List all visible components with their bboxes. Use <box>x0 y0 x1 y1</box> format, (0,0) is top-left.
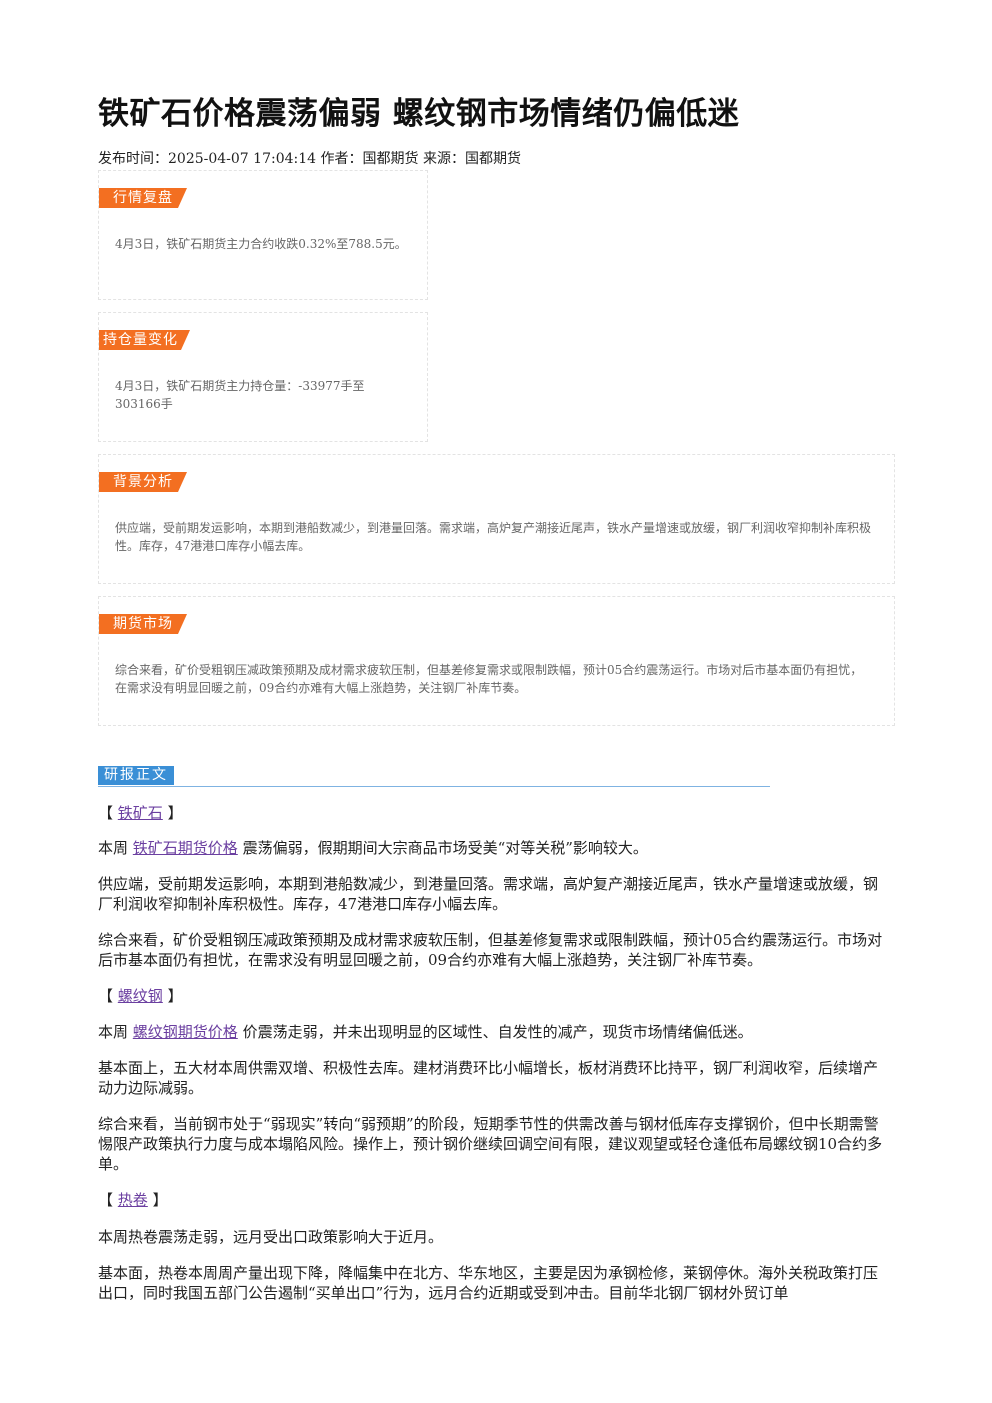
open-interest-tag-wrap: 持仓量变化 <box>99 329 190 350</box>
bracket-close: 】 <box>167 804 183 822</box>
futures-market-text: 综合来看，矿价受粗钢压减政策预期及成材需求疲软压制，但基差修复需求或限制跌幅，预… <box>115 663 863 695</box>
hot-coil-paragraph-1: 本周热卷震荡走弱，远月受出口政策影响大于近月。 <box>98 1228 444 1246</box>
bracket-open: 【 <box>98 987 114 1005</box>
hot-coil-heading: 【 热卷 】 <box>98 1190 888 1210</box>
article-title: 铁矿石价格震荡偏弱 螺纹钢市场情绪仍偏低迷 <box>98 96 740 132</box>
iron-ore-paragraph-3: 综合来看，矿价受粗钢压减政策预期及成材需求疲软压制，但基差修复需求或限制跌幅，预… <box>98 931 883 969</box>
rebar-paragraph-2: 基本面上，五大材本周供需双增、积极性去库。建材消费环比小幅增长，板材消费环比持平… <box>98 1059 879 1097</box>
iron-ore-p1-suffix: 震荡偏弱，假期期间大宗商品市场受美“对等关税”影响较大。 <box>242 839 648 857</box>
market-review-tag-wrap: 行情复盘 <box>99 187 187 208</box>
iron-ore-link[interactable]: 铁矿石 <box>117 804 163 822</box>
report-heading: 研报正文 <box>98 766 174 785</box>
rebar-link[interactable]: 螺纹钢 <box>117 987 163 1005</box>
hot-coil-paragraph-2: 基本面，热卷本周周产量出现下降，降幅集中在北方、华东地区，主要是因为承钢检修，莱… <box>98 1264 879 1302</box>
market-review-box: 行情复盘 4月3日，铁矿石期货主力合约收跌0.32%至788.5元。 <box>98 170 428 300</box>
open-interest-tag: 持仓量变化 <box>99 330 190 350</box>
bracket-close: 】 <box>167 987 183 1005</box>
open-interest-box: 持仓量变化 4月3日，铁矿石期货主力持仓量：-33977手至303166手 <box>98 312 428 442</box>
open-interest-text: 4月3日，铁矿石期货主力持仓量：-33977手至303166手 <box>115 379 365 411</box>
article-meta: 发布时间：2025-04-07 17:04:14 作者：国都期货 来源：国都期货 <box>98 151 521 167</box>
rebar-p1-suffix: 价震荡走弱，并未出现明显的区域性、自发性的减产，现货市场情绪偏低迷。 <box>242 1023 753 1041</box>
bracket-open: 【 <box>98 804 114 822</box>
futures-market-box: 期货市场 综合来看，矿价受粗钢压减政策预期及成材需求疲软压制，但基差修复需求或限… <box>98 596 895 726</box>
iron-ore-paragraph-2: 供应端，受前期发运影响，本期到港船数减少，到港量回落。需求端，高炉复产潮接近尾声… <box>98 875 879 913</box>
hot-coil-link[interactable]: 热卷 <box>117 1191 148 1209</box>
rebar-paragraph-3: 综合来看，当前钢市处于“弱现实”转向“弱预期”的阶段，短期季节性的供需改善与钢材… <box>98 1115 883 1173</box>
background-tag-wrap: 背景分析 <box>99 471 187 492</box>
market-review-tag: 行情复盘 <box>99 188 187 208</box>
bracket-close: 】 <box>152 1191 168 1209</box>
futures-market-tag: 期货市场 <box>99 614 187 634</box>
iron-ore-futures-price-link[interactable]: 铁矿石期货价格 <box>132 839 238 857</box>
background-box: 背景分析 供应端，受前期发运影响，本期到港船数减少，到港量回落。需求端，高炉复产… <box>98 454 895 584</box>
futures-market-tag-wrap: 期货市场 <box>99 613 187 634</box>
iron-ore-paragraph-1: 本周 铁矿石期货价格 震荡偏弱，假期期间大宗商品市场受美“对等关税”影响较大。 <box>98 838 888 858</box>
background-tag: 背景分析 <box>99 472 187 492</box>
rebar-futures-price-link[interactable]: 螺纹钢期货价格 <box>132 1023 238 1041</box>
background-text: 供应端，受前期发运影响，本期到港船数减少，到港量回落。需求端，高炉复产潮接近尾声… <box>115 521 872 553</box>
report-heading-bar: 研报正文 <box>98 766 770 787</box>
bracket-open: 【 <box>98 1191 114 1209</box>
iron-ore-heading: 【 铁矿石 】 <box>98 803 888 823</box>
market-review-text: 4月3日，铁矿石期货主力合约收跌0.32%至788.5元。 <box>115 237 407 251</box>
iron-ore-p1-prefix: 本周 <box>98 839 129 857</box>
rebar-heading: 【 螺纹钢 】 <box>98 986 888 1006</box>
rebar-paragraph-1: 本周 螺纹钢期货价格 价震荡走弱，并未出现明显的区域性、自发性的减产，现货市场情… <box>98 1022 888 1042</box>
rebar-p1-prefix: 本周 <box>98 1023 129 1041</box>
